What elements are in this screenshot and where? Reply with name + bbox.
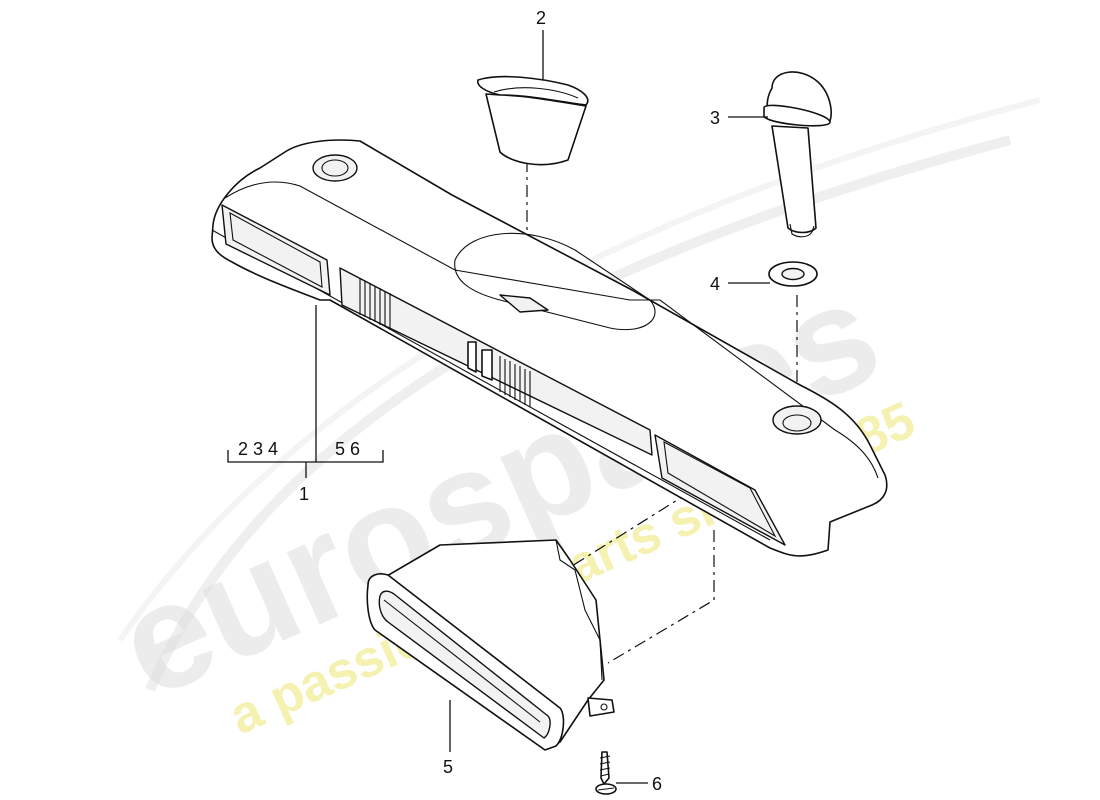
callout-2: 2 bbox=[536, 8, 546, 28]
dashline-pocket-left bbox=[571, 491, 691, 567]
screw bbox=[595, 751, 617, 795]
callout-group-right: 5 6 bbox=[335, 439, 360, 459]
socket-left bbox=[312, 154, 358, 182]
storage-pocket bbox=[366, 539, 615, 751]
callout-leaders bbox=[227, 30, 770, 784]
washer-hole bbox=[781, 267, 805, 281]
center-grille bbox=[359, 278, 531, 407]
cup-insert-rim bbox=[476, 75, 589, 106]
cup-opening bbox=[499, 294, 549, 313]
cup-insert bbox=[476, 75, 589, 166]
trim-panel-body bbox=[211, 139, 888, 557]
callout-4: 4 bbox=[710, 274, 720, 294]
callout-labels: 2 3 4 2 3 4 5 6 1 5 6 bbox=[238, 8, 720, 794]
trim-panel-ridge bbox=[224, 181, 879, 479]
center-slot bbox=[339, 267, 653, 456]
stud-pin bbox=[763, 71, 832, 238]
callout-3: 3 bbox=[710, 108, 720, 128]
callout-5: 5 bbox=[443, 757, 453, 777]
stud-flange bbox=[763, 104, 831, 127]
socket-right bbox=[772, 405, 822, 435]
cup-insert-body bbox=[485, 93, 587, 166]
vent-left bbox=[221, 204, 331, 296]
washer bbox=[768, 261, 818, 287]
callout-group-left: 2 3 4 bbox=[238, 439, 278, 459]
vent-right bbox=[654, 434, 786, 546]
stud-shaft bbox=[771, 125, 817, 234]
callout-1: 1 bbox=[299, 484, 309, 504]
callout-6: 6 bbox=[652, 774, 662, 794]
pocket-frame-inner bbox=[378, 590, 551, 739]
trim-panel bbox=[211, 139, 888, 557]
latch-clip-right bbox=[481, 349, 493, 381]
center-bulge bbox=[454, 232, 656, 331]
dashline-pocket-right bbox=[607, 530, 715, 664]
latch-clip-left bbox=[467, 341, 477, 373]
